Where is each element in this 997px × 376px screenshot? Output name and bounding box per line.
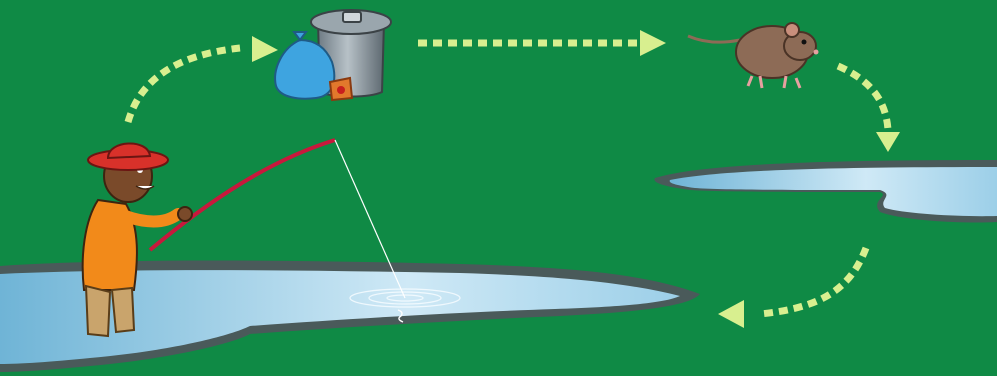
cycle-diagram bbox=[0, 0, 997, 376]
